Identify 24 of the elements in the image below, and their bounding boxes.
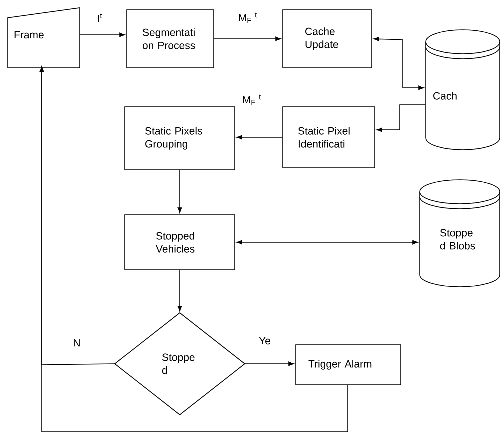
- process-box: Static Pixel Identificati: [282, 106, 376, 168]
- process-box: Static Pixels Grouping: [124, 106, 236, 170]
- arrow: [374, 37, 424, 90]
- node-label: Cach: [434, 92, 457, 100]
- arrow: [178, 270, 182, 312]
- database-cylinder: Cach: [426, 30, 500, 150]
- node-label: Stoppe d Blobs: [440, 229, 476, 250]
- edge-label: Ye: [259, 337, 270, 345]
- arrow: [236, 135, 283, 140]
- arrow: [376, 104, 426, 132]
- process-box: Cache Update: [282, 10, 372, 68]
- edge-label: N: [74, 339, 80, 347]
- process-box: Trigger Alarm: [296, 344, 402, 386]
- arrow: [236, 240, 418, 245]
- input-box: Frame: [8, 8, 80, 68]
- edge-label: I$^{t}$: [98, 14, 102, 22]
- database-cylinder: Stoppe d Blobs: [420, 180, 500, 288]
- arrow: [214, 36, 282, 42]
- arrow: [80, 32, 126, 38]
- arrow: [178, 170, 182, 214]
- arrow: [244, 362, 294, 366]
- arrow: [40, 66, 348, 432]
- process-box: Segmentati on Process: [126, 10, 214, 68]
- process-box: Stopped Vehicles: [124, 214, 236, 270]
